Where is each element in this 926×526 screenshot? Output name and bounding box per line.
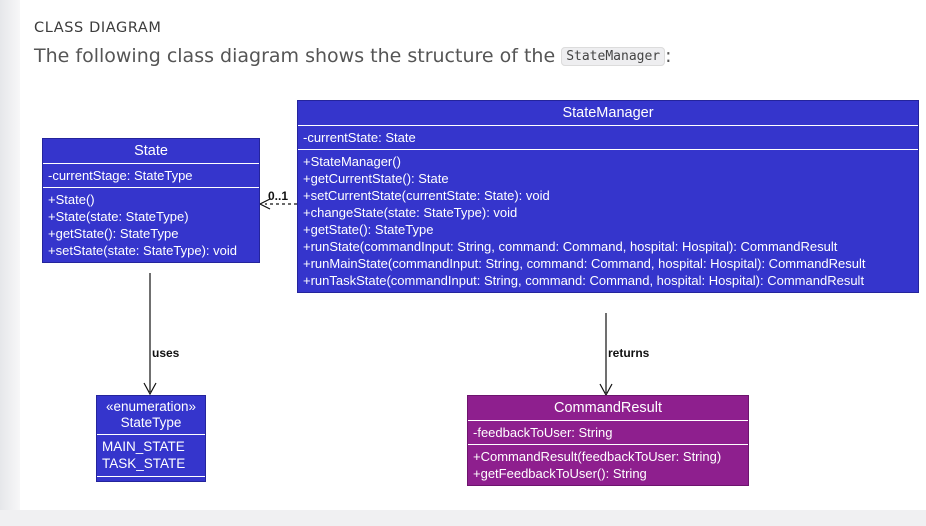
- attribute: -feedbackToUser: String: [473, 425, 613, 440]
- enum-stereotype: «enumeration»: [105, 399, 197, 414]
- enum-values-section: MAIN_STATE TASK_STATE: [97, 434, 205, 476]
- method: +getCurrentState(): State: [303, 171, 449, 186]
- class-name: StateManager: [562, 105, 654, 121]
- method: +StateManager(): [303, 154, 401, 169]
- method: +runMainState(commandInput: String, comm…: [303, 256, 866, 271]
- class-name: State: [134, 143, 168, 159]
- method: +State(): [48, 192, 95, 207]
- attribute: -currentState: State: [303, 130, 416, 145]
- enum-value: MAIN_STATE: [102, 439, 185, 454]
- attributes-section: -currentStage: StateType: [43, 163, 259, 187]
- enum-state-type: «enumeration» StateType MAIN_STATE TASK_…: [96, 395, 206, 482]
- page-bottom-band: [0, 510, 926, 526]
- class-state-manager: StateManager -currentState: State +State…: [297, 100, 919, 293]
- method: +getState(): StateType: [303, 222, 434, 237]
- method: +CommandResult(feedbackToUser: String): [473, 449, 722, 464]
- method: +setState(state: StateType): void: [48, 243, 237, 258]
- uses-arrowhead: [143, 382, 157, 396]
- section-heading: CLASS DIAGRAM: [34, 20, 162, 36]
- intro-paragraph: The following class diagram shows the st…: [34, 45, 672, 67]
- intro-trail: :: [665, 45, 672, 67]
- class-command-result: CommandResult -feedbackToUser: String +C…: [467, 395, 749, 486]
- method: +runTaskState(commandInput: String, comm…: [303, 273, 865, 288]
- dependency-arrowhead: [258, 198, 271, 210]
- methods-section: +CommandResult(feedbackToUser: String) +…: [468, 444, 748, 485]
- method: +getFeedbackToUser(): String: [473, 466, 647, 481]
- method: +changeState(state: StateType): void: [303, 205, 518, 220]
- method: +runState(commandInput: String, command:…: [303, 239, 838, 254]
- attributes-section: -feedbackToUser: String: [468, 420, 748, 444]
- page-left-margin: [0, 0, 20, 526]
- intro-text: The following class diagram shows the st…: [34, 45, 556, 67]
- inline-code: StateManager: [561, 47, 666, 66]
- enum-value: TASK_STATE: [102, 456, 186, 471]
- enum-empty-section: [97, 476, 205, 481]
- returns-label: returns: [608, 346, 650, 360]
- method: +State(state: StateType): [48, 209, 189, 224]
- method: +setCurrentState(currentState: State): v…: [303, 188, 550, 203]
- methods-section: +State() +State(state: StateType) +getSt…: [43, 187, 259, 262]
- class-name: CommandResult: [554, 400, 662, 416]
- methods-section: +StateManager() +getCurrentState(): Stat…: [298, 149, 918, 292]
- enum-name: StateType: [120, 415, 182, 430]
- enum-header: «enumeration» StateType: [97, 396, 205, 434]
- class-state: State -currentStage: StateType +State() …: [42, 138, 260, 263]
- method: +getState(): StateType: [48, 226, 179, 241]
- attributes-section: -currentState: State: [298, 125, 918, 149]
- multiplicity-label: 0..1: [268, 189, 289, 203]
- attribute: -currentStage: StateType: [48, 168, 193, 183]
- uses-label: uses: [152, 346, 180, 360]
